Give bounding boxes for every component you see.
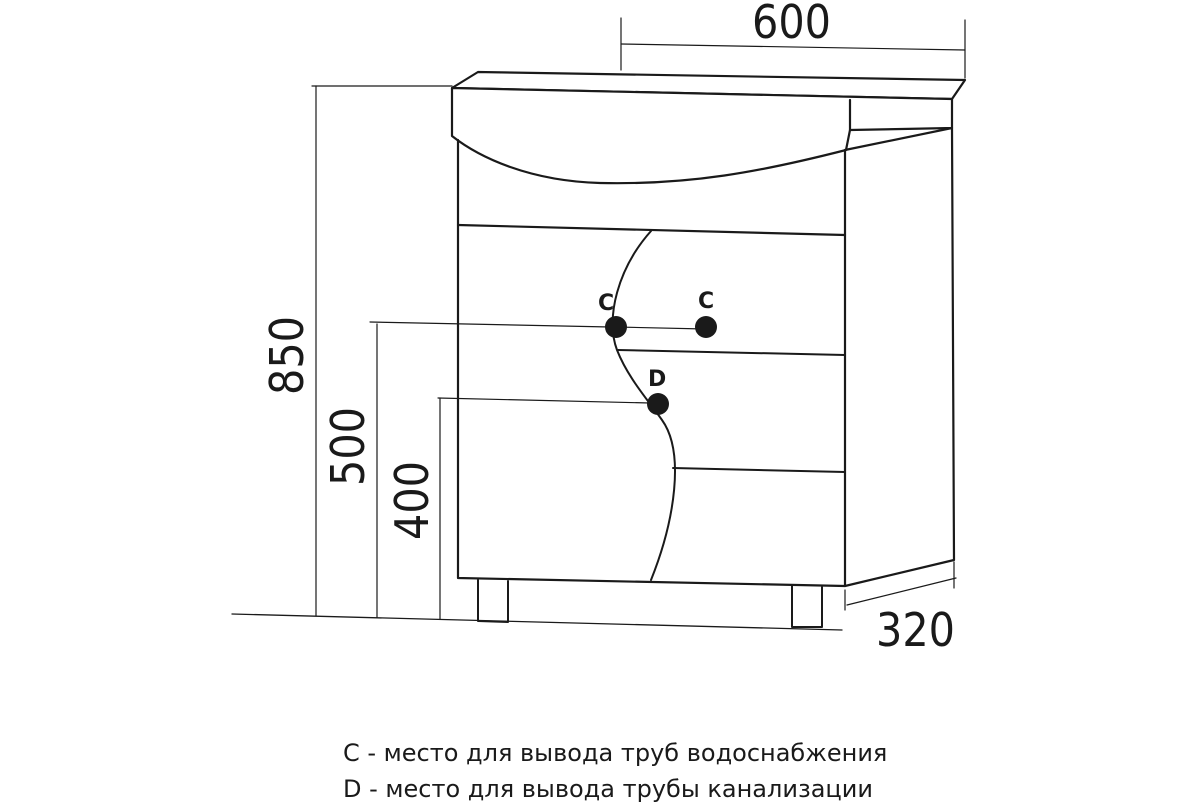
drain-pipe-dot: [647, 393, 669, 415]
water-pipe-left-dot: [605, 316, 627, 338]
marker-c-left: C: [598, 291, 614, 316]
legend-d-line: D - место для вывода трубы канализации: [343, 775, 873, 803]
legend: C - место для вывода труб водоснабжения …: [343, 735, 887, 807]
cabinet-doors: [611, 230, 846, 581]
dimension-water-label: 500: [321, 407, 375, 486]
dimension-width-label: 600: [752, 0, 831, 49]
cabinet-legs: [477, 579, 823, 628]
marker-c-right: C: [698, 289, 714, 314]
dimension-lines: [311, 17, 966, 620]
sink-basin: [450, 70, 967, 185]
dimension-depth-label: 320: [876, 603, 955, 657]
water-pipe-right-dot: [695, 316, 717, 338]
marker-d: D: [648, 367, 666, 392]
floor-line: [231, 613, 843, 631]
legend-c-line: C - место для вывода труб водоснабжения: [343, 739, 888, 767]
cabinet-body: [456, 126, 956, 588]
dimension-height-label: 850: [260, 316, 314, 395]
dimension-drain-label: 400: [385, 461, 439, 540]
